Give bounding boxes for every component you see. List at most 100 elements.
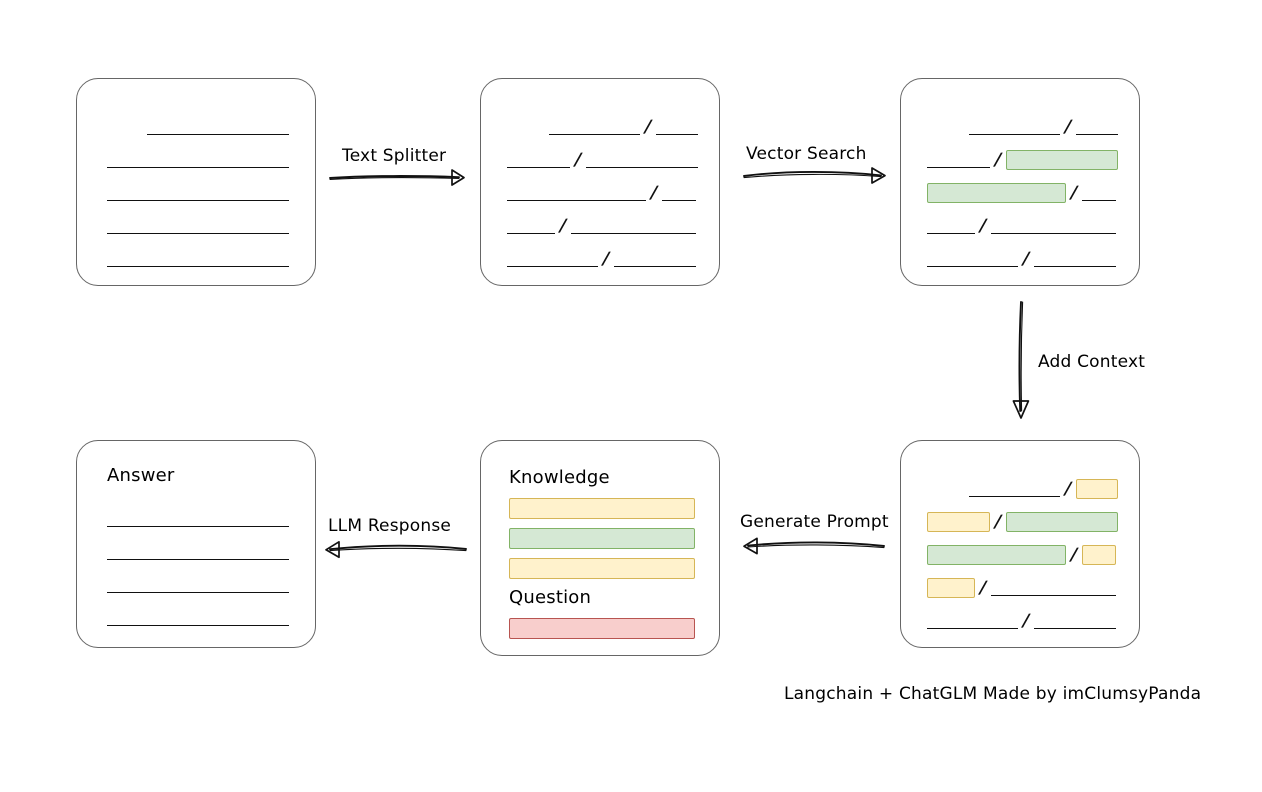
arrow-add-context-label: Add Context xyxy=(1038,352,1146,372)
slash-separator: / xyxy=(994,512,1002,532)
document-row xyxy=(107,542,289,562)
slash-separator: / xyxy=(574,150,582,170)
slash-separator: / xyxy=(994,150,1002,170)
document-row xyxy=(107,216,289,236)
green-highlight-chip xyxy=(927,183,1066,203)
slash-separator: / xyxy=(559,216,567,236)
row-indent-spacer xyxy=(507,117,549,137)
yellow-highlight-chip xyxy=(927,578,975,598)
document-row: / xyxy=(927,578,1117,598)
slash-separator: / xyxy=(1070,545,1078,565)
text-line-segment xyxy=(107,252,289,267)
text-line-segment xyxy=(990,581,1117,596)
document-row: / xyxy=(927,150,1118,170)
document-row: / xyxy=(927,512,1118,532)
arrow-generate-prompt-glyph xyxy=(743,537,885,555)
document-row: / xyxy=(927,183,1117,203)
slash-separator: / xyxy=(1064,479,1072,499)
arrow-add-context: Add Context xyxy=(1008,300,1168,420)
answer-rows xyxy=(107,441,289,647)
arrow-vector-search: Vector Search xyxy=(742,144,890,190)
document-row xyxy=(107,117,289,137)
arrow-vector-search-label: Vector Search xyxy=(746,144,867,164)
arrow-text-splitter-glyph xyxy=(329,169,465,186)
answer-label: Answer xyxy=(107,465,175,486)
document-row: / xyxy=(507,216,697,236)
text-line-segment xyxy=(1034,252,1117,267)
yellow-highlight-chip xyxy=(1076,479,1118,499)
text-line-segment xyxy=(107,512,289,527)
red-content-bar xyxy=(509,618,695,639)
arrow-generate-prompt: Generate Prompt xyxy=(736,512,889,560)
document-row: / xyxy=(507,183,697,203)
arrow-text-splitter: Text Splitter xyxy=(328,146,470,194)
document-row xyxy=(107,608,289,628)
arrow-add-context-glyph xyxy=(1012,301,1030,419)
document-row: / xyxy=(927,545,1117,565)
yellow-highlight-chip xyxy=(927,512,990,532)
green-highlight-chip xyxy=(1005,150,1118,170)
document-row: / xyxy=(927,117,1118,137)
text-line-segment xyxy=(1034,614,1117,629)
document-row xyxy=(107,575,289,595)
arrow-vector-search-glyph xyxy=(743,167,886,184)
document-row xyxy=(107,150,289,170)
green-content-bar xyxy=(509,528,695,549)
arrow-generate-prompt-label: Generate Prompt xyxy=(740,512,889,532)
document-row: / xyxy=(507,249,697,269)
question-bars xyxy=(509,441,695,655)
yellow-content-bar xyxy=(509,558,695,579)
text-line-segment xyxy=(927,219,975,234)
slash-separator: / xyxy=(1064,117,1072,137)
text-line-segment xyxy=(1076,120,1118,135)
arrow-llm-response-glyph xyxy=(325,540,467,559)
text-line-segment xyxy=(107,545,289,560)
arrow-llm-response: LLM Response xyxy=(318,516,470,564)
text-line-segment xyxy=(1081,186,1117,201)
knowledge-bars xyxy=(509,441,695,655)
document-row xyxy=(107,249,289,269)
text-line-segment xyxy=(107,578,289,593)
row-indent-spacer xyxy=(107,117,147,137)
slash-separator: / xyxy=(1022,249,1030,269)
slash-separator: / xyxy=(602,249,610,269)
context-added-rows: / / / / / xyxy=(927,441,1118,647)
text-line-segment xyxy=(107,186,289,201)
document-row: / xyxy=(927,249,1117,269)
row-indent-spacer xyxy=(927,117,969,137)
source-document-box[interactable] xyxy=(76,78,316,286)
source-document-rows xyxy=(107,79,289,285)
text-line-segment xyxy=(585,153,698,168)
text-line-segment xyxy=(548,120,640,135)
split-chunks-box[interactable]: ///// xyxy=(480,78,720,286)
arrow-text-splitter-label: Text Splitter xyxy=(342,146,447,166)
text-line-segment xyxy=(570,219,697,234)
document-row xyxy=(107,183,289,203)
vector-matched-box[interactable]: / / / / / xyxy=(900,78,1140,286)
arrow-llm-response-label: LLM Response xyxy=(328,516,452,536)
text-line-segment xyxy=(968,120,1060,135)
text-line-segment xyxy=(927,153,990,168)
slash-separator: / xyxy=(1022,611,1030,631)
text-line-segment xyxy=(107,153,289,168)
text-line-segment xyxy=(147,120,289,135)
text-line-segment xyxy=(614,252,697,267)
slash-separator: / xyxy=(979,578,987,598)
row-indent-spacer xyxy=(927,479,969,499)
document-row xyxy=(107,509,289,529)
text-line-segment xyxy=(661,186,697,201)
prompt-box[interactable]: Knowledge Question xyxy=(480,440,720,656)
slash-separator: / xyxy=(979,216,987,236)
question-label: Question xyxy=(509,587,592,608)
context-added-box[interactable]: / / / / / xyxy=(900,440,1140,648)
answer-box[interactable]: Answer xyxy=(76,440,316,648)
text-line-segment xyxy=(507,186,646,201)
document-row: / xyxy=(927,479,1118,499)
text-line-segment xyxy=(968,482,1060,497)
green-highlight-chip xyxy=(1005,512,1118,532)
text-line-segment xyxy=(990,219,1117,234)
text-line-segment xyxy=(507,153,570,168)
yellow-highlight-chip xyxy=(1081,545,1117,565)
text-line-segment xyxy=(107,611,289,626)
